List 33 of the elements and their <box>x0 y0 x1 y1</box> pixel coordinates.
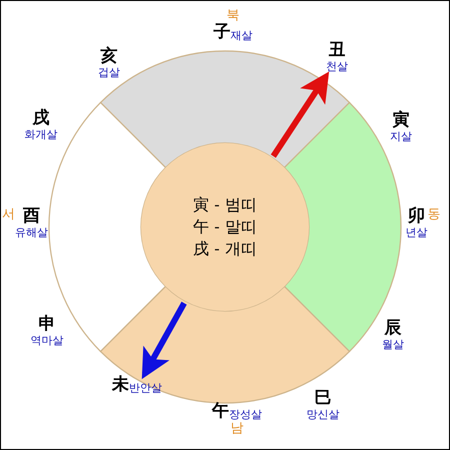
sal-label: 유해살 <box>15 226 48 239</box>
branch-character: 未 <box>112 376 129 394</box>
sal-label: 지살 <box>390 130 412 143</box>
branch-character: 亥 <box>100 47 118 66</box>
sal-label: 년살 <box>406 226 428 239</box>
branch-character: 申 <box>38 315 56 334</box>
zodiac-text: 戌 - 개띠 <box>193 238 257 260</box>
sal-label: 월살 <box>382 338 404 351</box>
branch-character: 酉 <box>23 207 40 226</box>
branch-character: 辰 <box>384 319 402 338</box>
arrow <box>142 302 187 380</box>
branch-character: 卯 <box>408 207 425 226</box>
sal-label: 겁살 <box>98 66 120 79</box>
sal-label: 망신살 <box>306 408 340 421</box>
zodiac-text: 午 - 말띠 <box>193 216 257 238</box>
branch-character: 寅 <box>392 111 410 130</box>
branch-character: 丑 <box>328 41 346 60</box>
branch-character: 午 <box>212 402 229 421</box>
sal-label: 역마살 <box>30 334 64 347</box>
branch-character: 巳 <box>314 389 332 408</box>
branch-character: 子 <box>214 23 230 42</box>
branch-character: 戌 <box>32 109 50 128</box>
sal-label: 재살 <box>230 29 252 42</box>
zodiac-text: 寅 - 범띠 <box>193 194 257 216</box>
sal-label: 화개살 <box>24 128 58 141</box>
sal-label: 반안살 <box>129 382 162 394</box>
arrow <box>270 72 330 158</box>
sal-label: 장성살 <box>229 408 262 421</box>
direction-label: 서 <box>2 207 15 222</box>
direction-label: 남 <box>230 421 244 436</box>
direction-label: 북 <box>226 8 240 23</box>
direction-label: 동 <box>428 207 440 222</box>
sal-label: 천살 <box>326 60 348 73</box>
